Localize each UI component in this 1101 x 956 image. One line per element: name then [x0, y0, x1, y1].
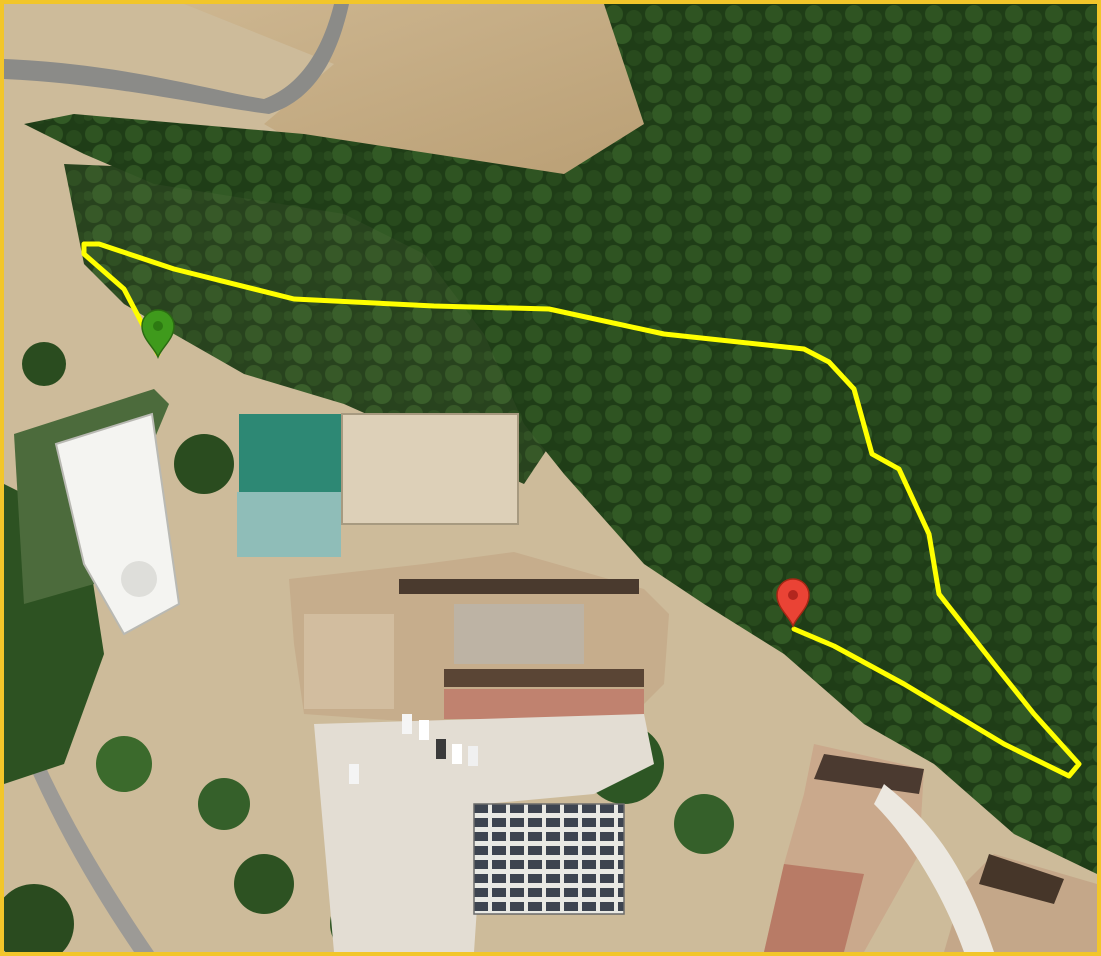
road-top: [4, 4, 349, 114]
teal-roof-building: [239, 414, 341, 496]
start-marker-icon[interactable]: [141, 309, 175, 360]
parking-lot: [314, 714, 654, 952]
satellite-map[interactable]: [4, 4, 1097, 952]
sandy-court: [341, 413, 519, 525]
tree-band: [64, 164, 704, 484]
route-path[interactable]: [81, 241, 1082, 779]
village-street: [874, 784, 994, 952]
forest-area: [24, 4, 1097, 874]
parked-cars: [349, 714, 478, 784]
end-marker-icon[interactable]: [776, 578, 810, 629]
solar-panels: [473, 803, 625, 915]
